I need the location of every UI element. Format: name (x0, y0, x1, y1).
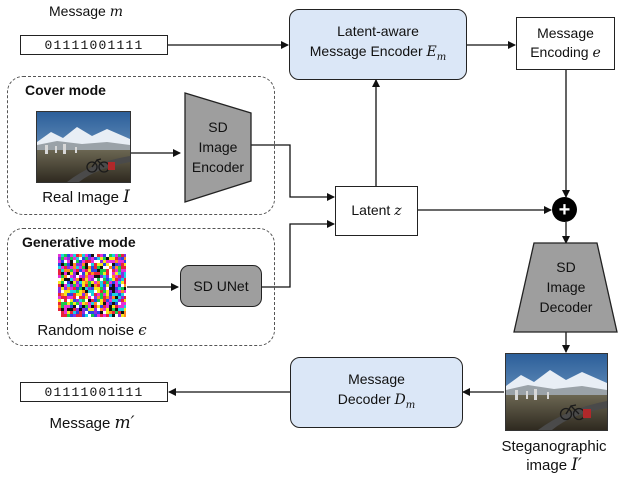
sd-unet-box: SD UNet (180, 265, 262, 307)
arrow-unet-to-latent (262, 220, 335, 288)
random-noise-pattern (58, 254, 127, 317)
combine-plus-icon: + (552, 197, 577, 222)
generative-mode-title: Generative mode (22, 234, 136, 250)
latent-z-box: Latent z (335, 186, 418, 236)
sd-image-decoder-shape (513, 242, 618, 333)
cover-mode-title: Cover mode (25, 82, 106, 98)
generative-mode-panel (7, 228, 275, 346)
random-noise-image (58, 254, 127, 317)
real-image-landscape (37, 112, 130, 182)
message-input-label: Message m (49, 3, 123, 20)
message-encoding-box: Message Encoding e (516, 17, 615, 70)
steganographic-image-caption: Steganographic image I′ (501, 438, 607, 475)
message-bits-output: 01111001111 (20, 382, 168, 402)
real-image-caption: Real Image I (42, 187, 130, 207)
message-decoder: Message Decoder Dm (290, 357, 463, 428)
steganographic-image (505, 353, 608, 431)
latent-aware-message-encoder: Latent-aware Message Encoder Em (289, 9, 467, 80)
message-output-label: Message m′ (49, 413, 135, 433)
random-noise-caption: Random noise ϵ (37, 321, 147, 339)
cover-mode-panel (7, 76, 275, 215)
sd-image-decoder-label: SD Image Decoder (539, 259, 593, 315)
sd-image-encoder-shape (184, 92, 252, 203)
arrow-sdencoder-to-latent (251, 144, 335, 201)
sd-image-encoder-label: SD Image Encoder (191, 119, 245, 175)
message-bits-input: 01111001111 (20, 35, 168, 55)
real-image (36, 111, 131, 183)
steganographic-image-landscape (506, 354, 607, 430)
